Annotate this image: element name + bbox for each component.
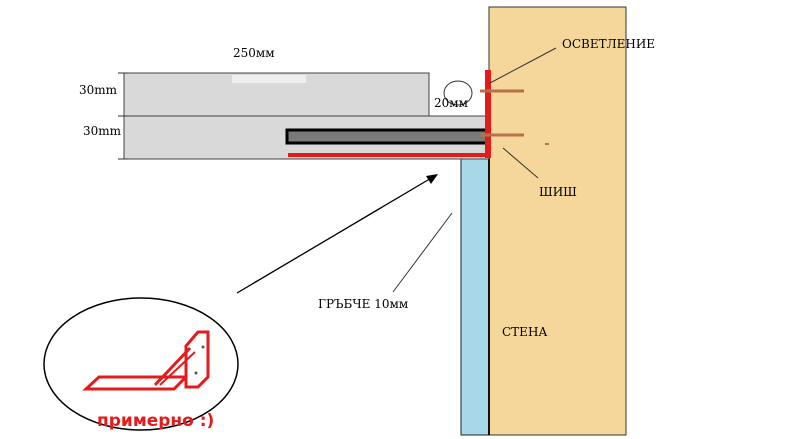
- wall: [488, 6, 627, 436]
- lighting-leader: [489, 47, 557, 84]
- light-fixture: [443, 80, 473, 106]
- label-wall: СТЕНА: [502, 325, 548, 339]
- example-caption: примерно :): [97, 411, 214, 431]
- label-dowel: ШИШ: [539, 185, 577, 199]
- tile-strip: [460, 157, 490, 436]
- steel-plate: [285, 128, 489, 145]
- example-bracket-hole: [201, 345, 205, 349]
- label-width-top: 250мм: [233, 46, 275, 60]
- label-groove: ГРЪБЧЕ 10мм: [318, 297, 408, 311]
- pointer-arrowhead: [426, 174, 438, 184]
- label-gap: 20мм: [434, 96, 468, 110]
- example-bracket-upright: [184, 330, 210, 389]
- example-inset-oval: [43, 297, 239, 431]
- example-bracket-brace: [153, 346, 192, 387]
- red-bracket-foot: [485, 70, 491, 158]
- label-height-top: 30mm: [79, 83, 118, 97]
- top-shelf-highlight: [232, 75, 306, 83]
- dowel-leader: [502, 147, 539, 179]
- groove-leader: [392, 212, 453, 293]
- example-bracket-brace: [159, 351, 196, 386]
- example-bracket-hole: [194, 371, 198, 375]
- pointer-arrow: [236, 176, 434, 294]
- example-bracket-base: [82, 375, 190, 391]
- label-height-bottom: 30mm: [83, 124, 122, 138]
- label-lighting: ОСВЕТЛЕНИЕ: [562, 37, 655, 51]
